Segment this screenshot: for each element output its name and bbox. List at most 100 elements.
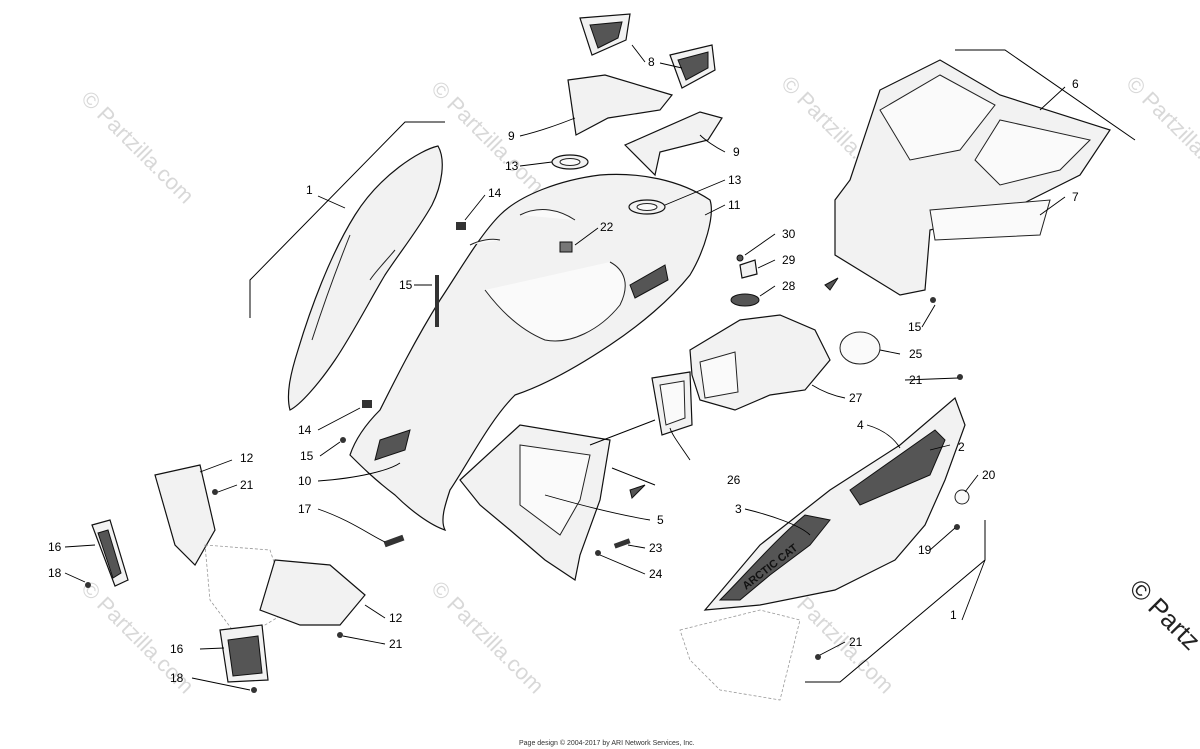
callout-24: 24 — [649, 567, 663, 581]
bracket-29 — [739, 259, 758, 279]
leader — [866, 424, 901, 449]
filter-8-b-mesh — [677, 51, 709, 81]
screw-21-a — [212, 489, 218, 495]
hood-badge — [374, 429, 411, 461]
leader — [669, 427, 691, 461]
hood-vents — [629, 264, 669, 299]
leader — [759, 285, 776, 297]
leader — [1039, 196, 1066, 216]
bracket-1-left — [249, 121, 445, 318]
leader — [519, 161, 553, 167]
callout-9: 9 — [508, 129, 515, 143]
callout-15: 15 — [300, 449, 314, 463]
leader — [317, 462, 401, 482]
leader — [879, 349, 901, 355]
screw-21-d — [815, 654, 821, 660]
leader — [519, 117, 576, 137]
callout-4: 4 — [857, 418, 864, 432]
callout-20: 20 — [982, 468, 996, 482]
screw-23 — [613, 538, 631, 549]
edge-watermark: © Partz — [1124, 573, 1200, 656]
leader — [961, 559, 986, 621]
callout-12: 12 — [389, 611, 403, 625]
panel-body — [287, 145, 443, 411]
watermark: © Partzilla.com — [426, 76, 549, 199]
callout-14: 14 — [488, 186, 502, 200]
screw-19 — [954, 524, 960, 530]
screw-18-a — [85, 582, 91, 588]
callout-23: 23 — [649, 541, 663, 555]
grommet-13-a-hole — [559, 158, 581, 166]
panel-detail — [311, 234, 396, 341]
fasteners — [85, 222, 963, 693]
screw-15-a — [435, 275, 439, 327]
intake-duct-opening — [699, 351, 739, 399]
callout-6: 6 — [1072, 77, 1079, 91]
callout-3: 3 — [735, 502, 742, 516]
callout-27: 27 — [849, 391, 863, 405]
leader-lines — [64, 44, 1066, 691]
leader — [929, 527, 956, 551]
footer-copyright: Page design © 2004-2017 by ARI Network S… — [519, 739, 695, 747]
side-trim-12-a — [154, 464, 216, 566]
leader — [757, 259, 776, 269]
callout-12: 12 — [240, 451, 254, 465]
vent-16-b-mesh — [227, 635, 263, 677]
leader — [317, 195, 346, 209]
screw-21-b — [337, 632, 343, 638]
callout-30: 30 — [782, 227, 796, 241]
bracket-5 — [589, 419, 656, 486]
callout-labels: 1 1 2 3 4 5 6 7 8 9 9 10 11 12 12 13 13 … — [48, 55, 1079, 685]
lower-left-parts — [91, 464, 366, 683]
leader — [317, 508, 386, 543]
callout-21: 21 — [389, 637, 403, 651]
decal-4-stripes — [849, 429, 946, 506]
screw-15-b — [930, 297, 936, 303]
screw-15-c — [340, 437, 346, 443]
clip-22 — [559, 241, 573, 253]
washer-24 — [595, 550, 601, 556]
callout-28: 28 — [782, 279, 796, 293]
storage-tray-6 — [824, 49, 1136, 296]
intake-assembly — [651, 254, 881, 436]
bracket-6 — [955, 49, 1136, 141]
callout-19: 19 — [918, 543, 932, 557]
leader — [964, 474, 979, 493]
hood-ribs — [469, 209, 576, 246]
callout-5: 5 — [657, 513, 664, 527]
arrow-6 — [824, 277, 839, 291]
callout-18: 18 — [170, 671, 184, 685]
callout-8: 8 — [648, 55, 655, 69]
console-inner — [519, 444, 591, 536]
grommet-28 — [730, 293, 760, 307]
filter-8 — [579, 13, 716, 89]
leader — [464, 194, 486, 221]
callout-1: 1 — [306, 183, 313, 197]
callout-9: 9 — [733, 145, 740, 159]
callout-13: 13 — [728, 173, 742, 187]
arrow-5 — [629, 484, 646, 499]
side-panel-left — [249, 121, 445, 411]
leader — [599, 554, 646, 575]
leader — [64, 544, 96, 548]
clip-14-a — [362, 400, 372, 408]
hood-windshield-area — [484, 261, 626, 342]
callout-29: 29 — [782, 253, 796, 267]
panel-7 — [929, 199, 1051, 241]
screw-30 — [736, 254, 744, 262]
leader — [191, 677, 251, 691]
callout-26: 26 — [727, 473, 741, 487]
duct-9-a — [567, 74, 674, 136]
tray-compartment-a — [879, 74, 996, 161]
callout-14: 14 — [298, 423, 312, 437]
leader — [744, 508, 811, 536]
lower-ghost — [204, 544, 291, 641]
callout-22: 22 — [600, 220, 614, 234]
plug-20 — [954, 489, 970, 505]
hood-body — [349, 173, 712, 532]
watermark: © Partzilla.com — [76, 86, 199, 209]
grommet-13 — [551, 154, 666, 215]
bracket-1-right — [805, 520, 986, 683]
